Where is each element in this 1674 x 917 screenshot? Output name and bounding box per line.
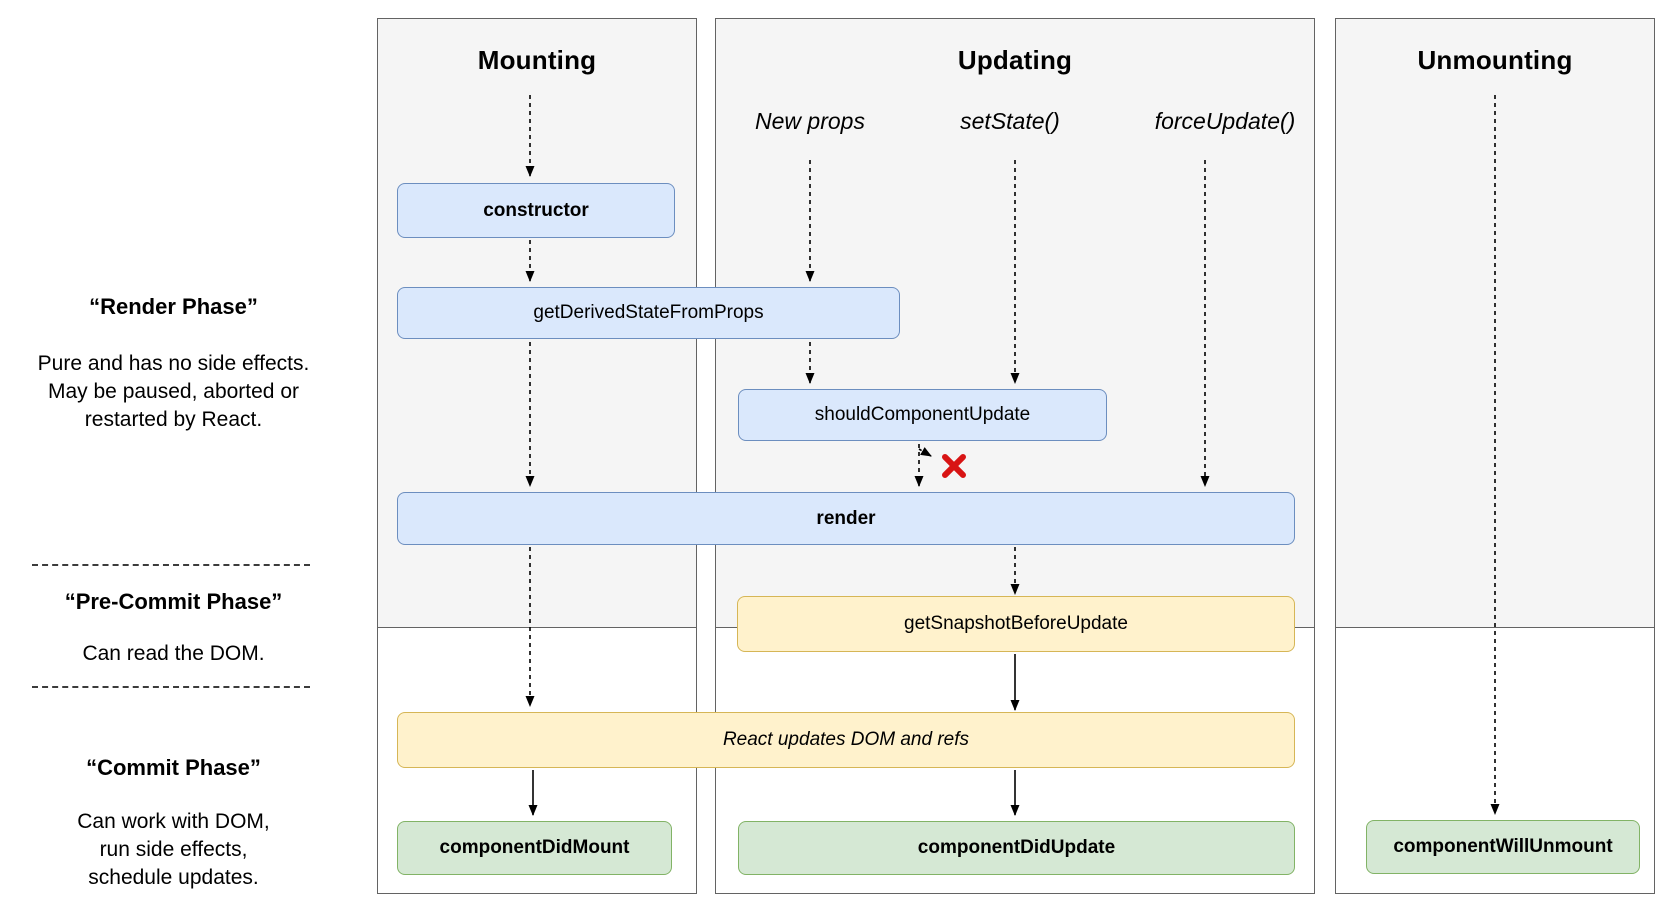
phase-divider	[32, 686, 310, 688]
trigger-force-update: forceUpdate()	[1154, 108, 1296, 134]
node-constructor: constructor	[397, 183, 675, 238]
commit-desc-line: schedule updates.	[88, 866, 259, 889]
render-phase-desc-line: May be paused, aborted or	[48, 380, 299, 403]
node-render: render	[397, 492, 1295, 545]
commit-desc-line: run side effects,	[99, 838, 248, 861]
render-phase-description: Pure and has no side effects. May be pau…	[27, 350, 320, 434]
render-phase-title: “Render Phase”	[89, 294, 258, 319]
node-react-updates-dom-and-refs: React updates DOM and refs	[397, 712, 1295, 768]
column-unmounting: Unmounting	[1335, 18, 1655, 894]
node-getderivedstatefromprops: getDerivedStateFromProps	[397, 287, 900, 339]
render-phase-background	[1336, 19, 1654, 628]
commit-phase-description: Can work with DOM, run side effects, sch…	[27, 808, 320, 892]
trigger-set-state: setState()	[960, 108, 1060, 134]
commit-phase-title: “Commit Phase”	[86, 755, 261, 780]
column-mounting-header: Mounting	[477, 45, 597, 75]
render-phase-desc-line: Pure and has no side effects.	[37, 352, 310, 375]
render-phase-desc-line: restarted by React.	[84, 408, 263, 431]
node-componentdidmount: componentDidMount	[397, 821, 672, 875]
trigger-new-props: New props	[755, 108, 865, 134]
node-componentwillunmount: componentWillUnmount	[1366, 820, 1640, 874]
phase-divider	[32, 564, 310, 566]
commit-desc-line: Can work with DOM,	[77, 810, 270, 833]
pre-commit-desc-line: Can read the DOM.	[82, 642, 265, 665]
column-unmounting-header: Unmounting	[1417, 45, 1573, 75]
node-getsnapshotbeforeupdate: getSnapshotBeforeUpdate	[737, 596, 1295, 652]
pre-commit-phase-title: “Pre-Commit Phase”	[64, 589, 283, 614]
column-updating-header: Updating	[957, 45, 1073, 75]
node-componentdidupdate: componentDidUpdate	[738, 821, 1295, 875]
pre-commit-phase-description: Can read the DOM.	[27, 640, 320, 668]
node-shouldcomponentupdate: shouldComponentUpdate	[738, 389, 1107, 441]
